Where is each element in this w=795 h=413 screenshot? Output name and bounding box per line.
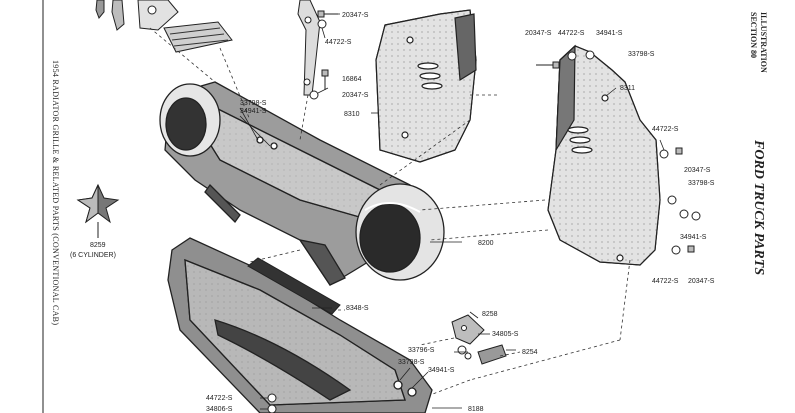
label-20347-S: 20347-S [688,278,715,285]
top-bracket-parts [95,0,233,53]
label-33798-S: 33798-S [628,51,655,58]
label-20347-S: 20347-S [342,12,369,19]
label-44722-S: 44722-S [206,395,233,402]
label-44722-S: 44722-S [325,39,352,46]
label-8310: 8310 [344,111,360,118]
label-8254: 8254 [522,349,538,356]
emblem-note: (6 CYLINDER) [70,252,116,259]
label-34941-S: 34941-S [680,234,707,241]
leader-ticks [239,13,665,410]
part-number-labels: 20347-S 44722-S 16864 20347-S 8310 20347… [70,12,715,413]
label-20347-S: 20347-S [684,167,711,174]
label-8188: 8188 [468,406,484,413]
brand-title: FORD TRUCK PARTS [751,140,766,276]
label-44722-S: 44722-S [652,278,679,285]
label-34941-S: 34941-S [596,30,623,37]
illustration-label: ILLUSTRATION [759,12,768,73]
label-33798-S: 33798-S [240,100,267,107]
emblem-part-number: 8259 [90,242,106,249]
grille-panel-8188 [167,237,433,413]
bracket-8258 [451,314,507,365]
label-8200: 8200 [478,240,494,247]
label-33796-S: 33796-S [408,347,435,354]
label-34806-S: 34806-S [206,406,233,413]
label-16864: 16864 [342,76,362,83]
label-34941-S: 34941-S [240,108,267,115]
baffle-8310 [375,9,477,163]
emblem-8259 [76,183,120,238]
baffle-8311 [547,44,661,266]
label-8348-S: 8348-S [346,305,369,312]
dashed-leader-lines [149,27,631,396]
label-34941-S: 34941-S [428,367,455,374]
label-33798-S: 33798-S [398,359,425,366]
label-44722-S: 44722-S [652,126,679,133]
bolt-set-top [309,10,338,100]
diagram-caption: 1954 RADIATOR GRILLE & RELATED PARTS (CO… [51,60,60,326]
strip-8348-S [247,257,341,315]
label-8311: 8311 [620,85,635,92]
bracket-16864 [297,0,321,96]
label-20347-S: 20347-S [525,30,552,37]
hardware-right-upper [536,50,701,255]
grille-bar-8200 [159,81,445,286]
label-8258: 8258 [482,311,498,318]
label-33798-S: 33798-S [688,180,715,187]
section-label: SECTION 80 [749,12,758,59]
label-34805-S: 34805-S [492,331,519,338]
label-44722-S: 44722-S [558,30,585,37]
label-20347-S: 20347-S [342,92,369,99]
hardware-bottom-left [267,393,277,413]
